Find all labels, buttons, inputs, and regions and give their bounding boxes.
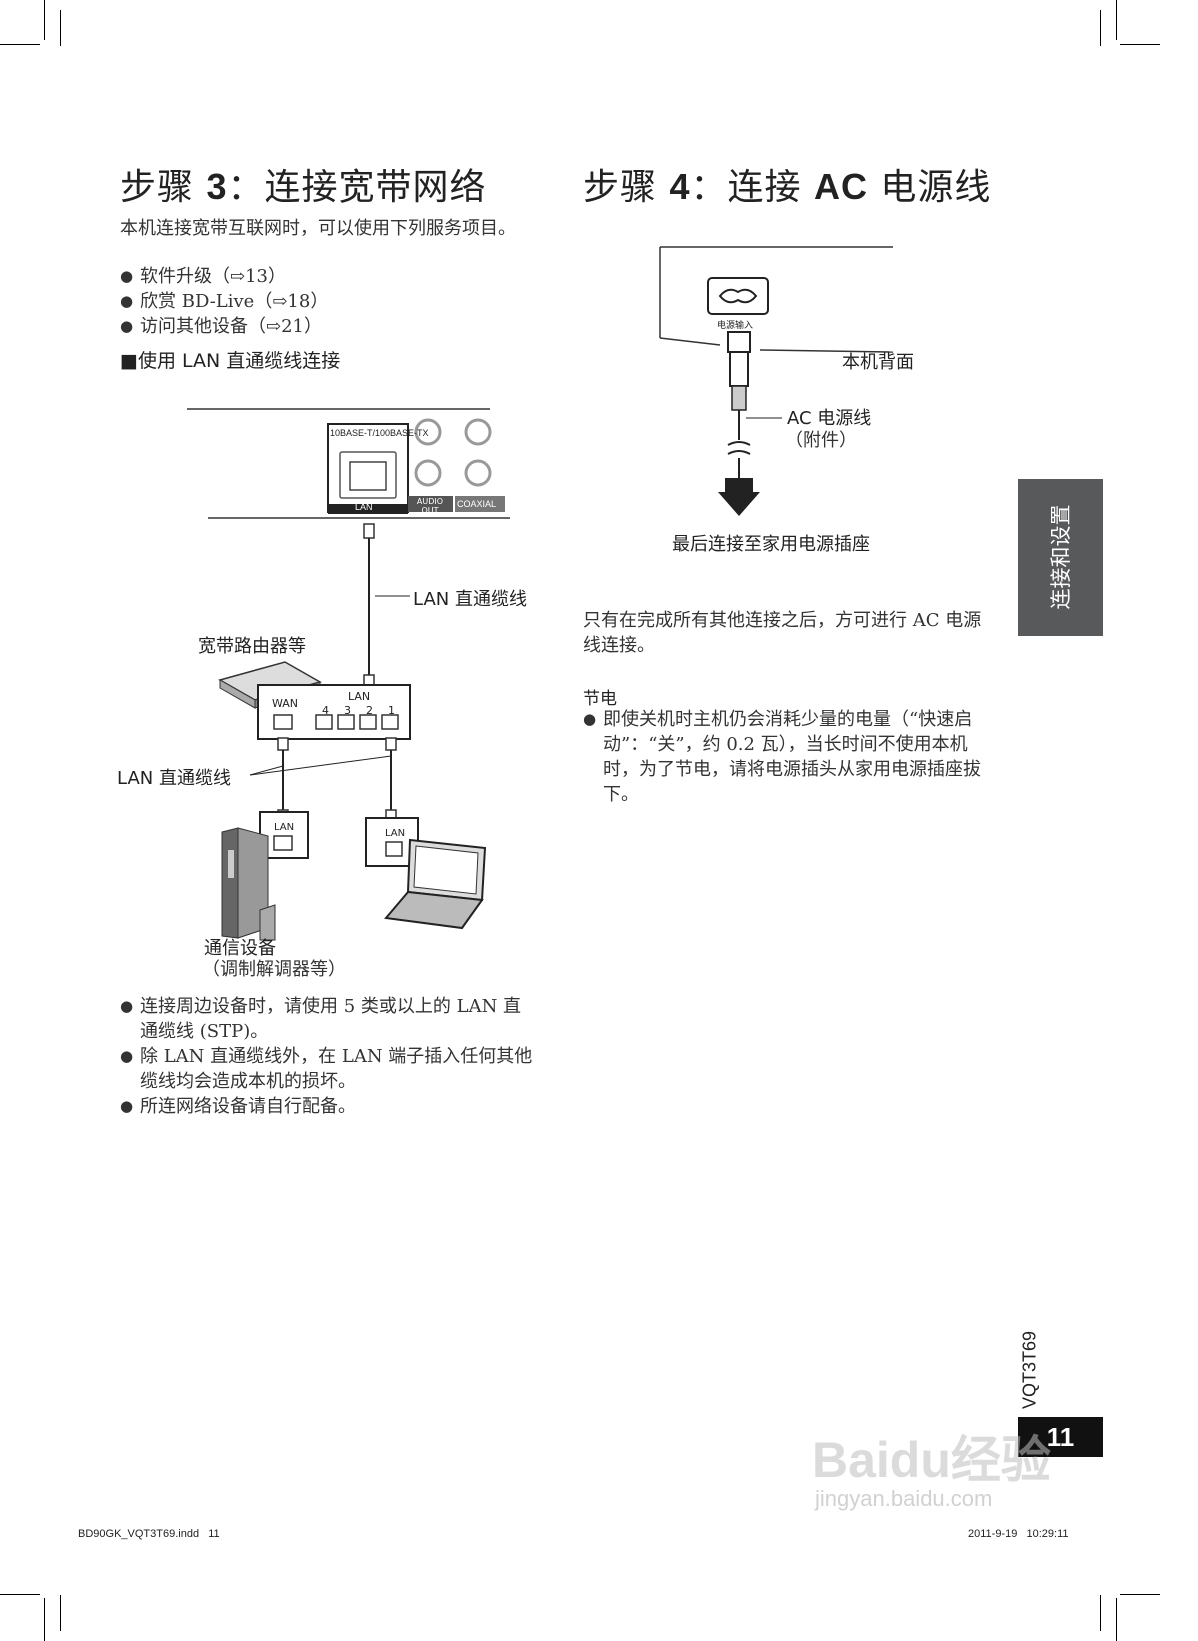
crop-mark (1116, 0, 1117, 40)
step3-intro: 本机连接宽带互联网时，可以使用下列服务项目。 (120, 218, 516, 239)
router-ports-box (257, 684, 411, 740)
footer-file: BD90GK_VQT3T69.indd 11 (78, 1528, 220, 1540)
footer-timestamp: 2011-9-19 10:29:11 (968, 1528, 1069, 1540)
router-port-num: 4 (322, 704, 329, 717)
page-number-box: 11 (1018, 1417, 1103, 1457)
cable-label: LAN 直通缆线 (413, 589, 527, 610)
lan-port-icon (339, 451, 397, 499)
ac-cord-diagram (659, 246, 894, 516)
note-item: 即使关机时主机仍会消耗少量的电量（“快速启动”：“关”，约 0.2 瓦），当长时… (583, 707, 1003, 807)
router-port-num: 2 (366, 704, 373, 717)
step3-notes: 连接周边设备时，请使用 5 类或以上的 LAN 直通缆线 (STP)。 除 LA… (120, 994, 538, 1119)
section-side-tab: 连接和设置 (1018, 479, 1103, 636)
power-saving-title: 节电 (583, 689, 617, 709)
crop-mark (0, 44, 40, 45)
service-item: 访问其他设备（⇨21） (120, 314, 530, 339)
comm-device-label: 通信设备 (204, 938, 276, 959)
cord-note: （附件） (785, 430, 857, 451)
port-spec-label: 10BASE-T/100BASE-TX (330, 428, 429, 438)
router-port-num: 3 (344, 704, 351, 717)
note-item: 除 LAN 直通缆线外，在 LAN 端子插入任何其他缆线均会造成本机的损坏。 (120, 1044, 538, 1094)
outlet-label: 最后连接至家用电源插座 (672, 534, 870, 555)
step3-title: 步骤 3：连接宽带网络 (120, 166, 487, 208)
service-item: 欣赏 BD-Live（⇨18） (120, 289, 530, 314)
crop-mark (60, 10, 61, 46)
lan-connection-diagram (187, 408, 510, 941)
crop-mark (1116, 1598, 1117, 1641)
page-number: 11 (1046, 1422, 1075, 1452)
service-item: 软件升级（⇨13） (120, 264, 530, 289)
device-lan-label: LAN (274, 822, 295, 833)
cord-label: AC 电源线 (787, 408, 872, 429)
watermark-url: jingyan.baidu.com (815, 1486, 993, 1511)
lan-port-label: LAN (355, 502, 373, 512)
crop-mark (1120, 1594, 1160, 1595)
crop-mark (0, 1594, 40, 1595)
side-tab-label: 连接和设置 (1049, 504, 1073, 610)
crop-mark (60, 1595, 61, 1631)
down-arrow-icon (718, 478, 760, 516)
crop-mark (1100, 1595, 1101, 1631)
comm-device-note: （调制解调器等） (202, 959, 346, 980)
router-wan-label: WAN (272, 697, 299, 710)
model-code: VQT3T69 (1019, 1330, 1040, 1410)
device-lan-label: LAN (385, 828, 406, 839)
cable-label-2: LAN 直通缆线 (117, 768, 231, 789)
crop-mark (44, 0, 45, 40)
rear-label: 本机背面 (842, 352, 914, 373)
coaxial-label: COAXIAL (457, 499, 497, 509)
router-port-num: 1 (388, 704, 395, 717)
crop-mark (44, 1598, 45, 1641)
crop-mark (1120, 44, 1160, 45)
power-input-label: 电源输入 (717, 321, 754, 331)
router-lan-label: LAN (348, 690, 371, 703)
step4-body: 只有在完成所有其他连接之后，方可进行 AC 电源线连接。 (583, 610, 982, 656)
note-item: 连接周边设备时，请使用 5 类或以上的 LAN 直通缆线 (STP)。 (120, 994, 538, 1044)
crop-mark (1100, 10, 1101, 46)
router-label: 宽带路由器等 (198, 636, 306, 657)
power-inlet-icon (707, 277, 769, 315)
power-saving-note: 即使关机时主机仍会消耗少量的电量（“快速启动”：“关”，约 0.2 瓦），当长时… (583, 707, 1003, 807)
step4-title: 步骤 4：连接 AC 电源线 (583, 166, 992, 208)
watermark-brand: Baidu经验 (812, 1432, 1051, 1488)
note-item: 所连网络设备请自行配备。 (120, 1094, 538, 1119)
step3-subheading: ■使用 LAN 直通缆线连接 (120, 350, 341, 372)
services-list: 软件升级（⇨13） 欣赏 BD-Live（⇨18） 访问其他设备（⇨21） (120, 264, 530, 339)
audio-out-label: AUDIO OUT (416, 497, 444, 515)
modem-icon (221, 827, 239, 939)
